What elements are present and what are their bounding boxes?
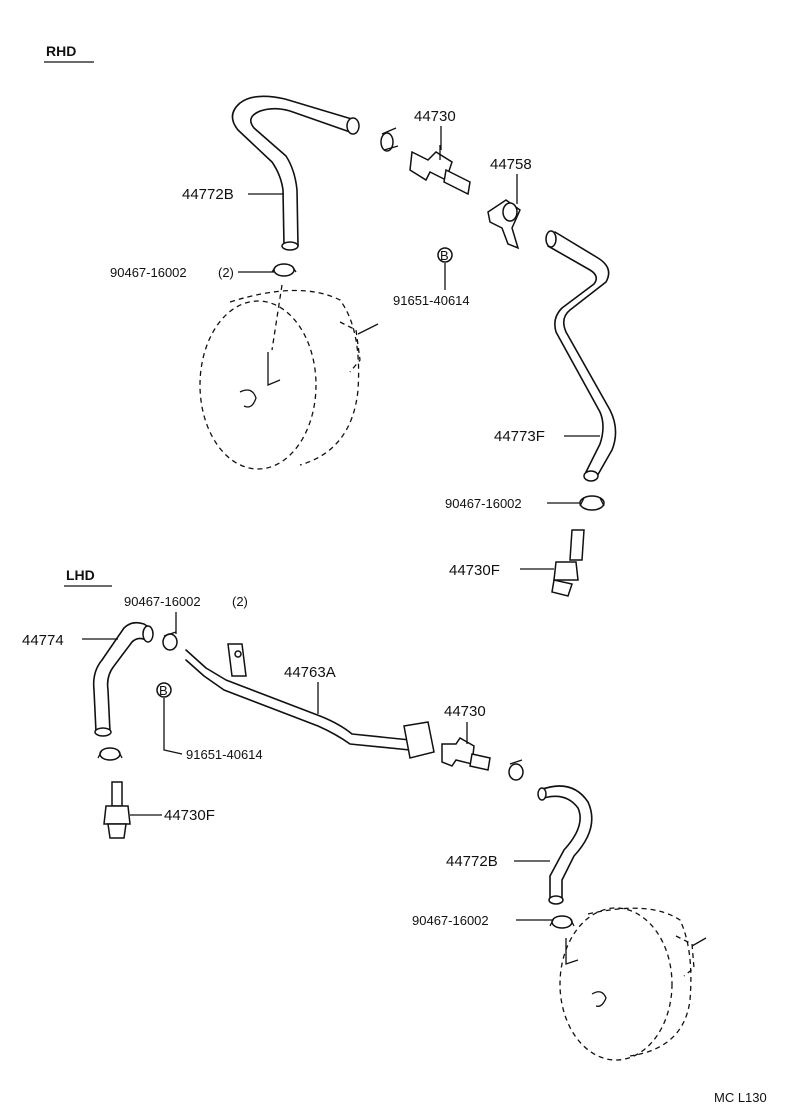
rhd-hose-44773f xyxy=(547,231,617,479)
rhd-hose-44772b-end xyxy=(346,117,360,135)
lhd-label-44774: 44774 xyxy=(22,632,64,649)
lhd-label-90467-16002: 90467-16002 xyxy=(412,913,489,928)
rhd-label-44772b: 44772B xyxy=(182,186,234,203)
rhd-label-91651-40614: 91651-40614 xyxy=(393,293,470,308)
lhd-label-44730: 44730 xyxy=(444,703,486,720)
lhd-clip-top xyxy=(162,631,178,651)
rhd-clip-lower xyxy=(271,263,297,277)
lhd-check-valve xyxy=(441,737,491,771)
lhd-marker-b: B xyxy=(159,683,168,698)
lhd-clip-lower xyxy=(549,915,575,929)
rhd-bracket xyxy=(487,199,521,250)
rhd-clip-top xyxy=(380,127,399,152)
rhd-hose-44773f-bottom xyxy=(583,470,599,482)
lhd-pipe-fitting xyxy=(403,721,435,759)
lhd-pipe-bracket xyxy=(227,643,247,677)
lhd-label-90467-16002-2: 90467-16002 xyxy=(124,594,201,609)
lhd-hose-44772b-end xyxy=(537,787,547,801)
rhd-heading: RHD xyxy=(46,43,76,59)
lhd-label-44772b: 44772B xyxy=(446,853,498,870)
lhd-hose-44774 xyxy=(92,621,151,733)
rhd-label-44773f: 44773F xyxy=(494,428,545,445)
lhd-section: LHD 90467-16002 (2) 44774 B 91651-40614 xyxy=(22,567,707,1061)
rhd-hose-44772b xyxy=(231,95,356,247)
rhd-label-44758: 44758 xyxy=(490,156,532,173)
rhd-check-valve xyxy=(409,145,471,196)
rhd-label-90467-16002: 90467-16002 xyxy=(445,496,522,511)
lhd-label-44730f: 44730F xyxy=(164,807,215,824)
lhd-clip-bottom xyxy=(97,747,123,761)
rhd-label-qty-2: (2) xyxy=(218,265,234,280)
rhd-label-90467-16002-2: 90467-16002 xyxy=(110,265,187,280)
rhd-hose-44772b-bottom xyxy=(281,241,299,251)
lhd-hose-44772b-bottom xyxy=(548,895,564,905)
rhd-label-44730f: 44730F xyxy=(449,562,500,579)
lhd-union-44730f xyxy=(103,781,131,839)
lhd-pipe-44763a xyxy=(185,649,411,751)
rhd-union-44730f xyxy=(551,529,585,597)
lhd-label-44763a: 44763A xyxy=(284,664,336,681)
lhd-hose-44772b xyxy=(539,785,593,901)
rhd-marker-b-circle xyxy=(437,247,453,263)
rhd-marker-b: B xyxy=(440,248,449,263)
lhd-label-qty-2: (2) xyxy=(232,594,248,609)
lhd-marker-b-circle xyxy=(156,682,172,698)
lhd-heading: LHD xyxy=(66,567,95,583)
lhd-clip-right xyxy=(508,759,524,781)
diagram-code: MC L130 xyxy=(714,1090,767,1105)
rhd-label-44730: 44730 xyxy=(414,108,456,125)
lhd-label-91651-40614: 91651-40614 xyxy=(186,747,263,762)
lhd-hose-44774-bottom xyxy=(94,727,112,737)
lhd-pipe-bracket-hole xyxy=(234,650,242,658)
rhd-clip-right xyxy=(579,495,605,511)
rhd-section: RHD 44730 44758 44772B xyxy=(44,43,617,597)
lhd-leader-91651 xyxy=(163,698,183,755)
lhd-hose-44774-end xyxy=(142,625,154,643)
rhd-brake-booster xyxy=(199,284,379,470)
rhd-hose-44773f-end xyxy=(545,230,557,248)
lhd-brake-booster xyxy=(559,907,707,1061)
